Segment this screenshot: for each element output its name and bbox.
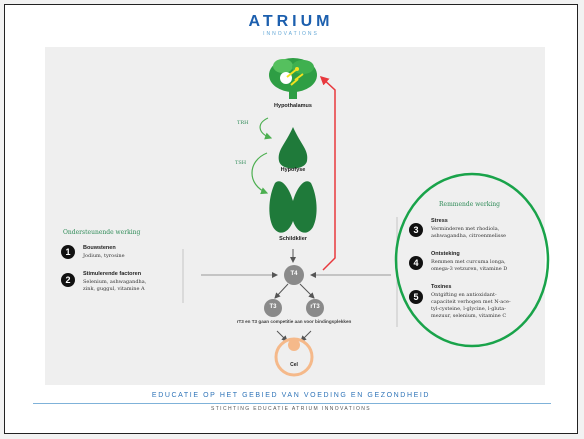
bouwstenen-title: Bouwstenen	[83, 245, 116, 251]
tsh-label: TSH	[235, 160, 247, 166]
number-2-icon: 2	[61, 273, 75, 287]
toxines-body-1: Ontgifting en antioxidant-	[431, 292, 497, 298]
slide: ATRIUM INNOVATIONS	[4, 4, 578, 434]
toxines-body-2: capaciteit verhogen met N-ace-	[431, 299, 511, 305]
cell-nucleus	[288, 339, 300, 351]
brain-icon	[269, 58, 317, 99]
thyroid-icon	[269, 181, 317, 233]
trh-arrow	[259, 117, 273, 140]
number-1-icon: 1	[61, 245, 75, 259]
toxines-body-3: tyl-cysteine, l-glycine, l-gluta-	[431, 306, 506, 312]
t3-to-cell-arrow	[276, 330, 288, 342]
atrium-logo: ATRIUM	[248, 13, 334, 30]
t4-to-rt3-arrow	[299, 283, 315, 299]
diagram-graphics	[182, 58, 550, 377]
trh-label: TRH	[237, 120, 249, 126]
t4-node	[284, 265, 304, 285]
t4-to-t3-arrow	[274, 283, 289, 299]
cel-label: Cel	[290, 362, 298, 368]
stimulerende-title: Stimulerende factoren	[83, 271, 142, 277]
support-heading: Ondersteunende werking	[63, 229, 141, 236]
ontsteking-title: Ontsteking	[431, 251, 460, 257]
hypofyse-label: Hypofyse	[280, 167, 306, 173]
toxines-title: Toxines	[431, 284, 452, 290]
pituitary-icon	[278, 127, 308, 169]
stress-body-2: ashwagandha, citroenmelisse	[431, 233, 506, 239]
footer-divider	[33, 403, 551, 404]
hypothalamus-label: Hypothalamus	[274, 103, 312, 109]
t3-node	[264, 299, 282, 317]
number-4-icon: 4	[409, 256, 423, 270]
t3-label: T3	[269, 304, 277, 310]
footer-organization: STICHTING EDUCATIE ATRIUM INNOVATIONS	[210, 406, 372, 412]
atrium-logo-subtitle: INNOVATIONS	[263, 31, 319, 37]
rt3-label: rT3	[310, 304, 320, 310]
tsh-arrow	[251, 152, 269, 195]
bouwstenen-body: Jodium, tyrosine	[83, 253, 125, 259]
feedback-arrow	[319, 75, 336, 271]
footer-tagline: EDUCATIE OP HET GEBIED VAN VOEDING EN GE…	[151, 392, 431, 399]
schildklier-label: Schildklier	[279, 236, 307, 242]
inhibit-heading: Remmende werking	[439, 201, 500, 208]
highlight-circle	[394, 172, 550, 348]
number-5-icon: 5	[409, 290, 423, 304]
ontsteking-body-1: Remmen met curcuma longa,	[431, 259, 506, 265]
rt3-to-cell-arrow	[300, 330, 312, 342]
rt3-node	[306, 299, 324, 317]
stress-title: Stress	[431, 218, 448, 224]
toxines-body-4: mezuur, selenium, vitamine C	[431, 313, 507, 319]
t4-label: T4	[290, 271, 298, 277]
stress-body-1: Verminderen met rhodiola,	[431, 226, 500, 232]
competition-text: rT3 en T3 gaan competitie aan voor bindi…	[236, 319, 352, 324]
stimulerende-body-1: Selenium, ashwagandha,	[83, 279, 147, 285]
number-3-icon: 3	[409, 223, 423, 237]
stimulerende-body-2: zink, guggul, vitamine A	[83, 286, 145, 292]
ontsteking-body-2: omega-3 vetzuren, vitamine D	[431, 266, 508, 272]
